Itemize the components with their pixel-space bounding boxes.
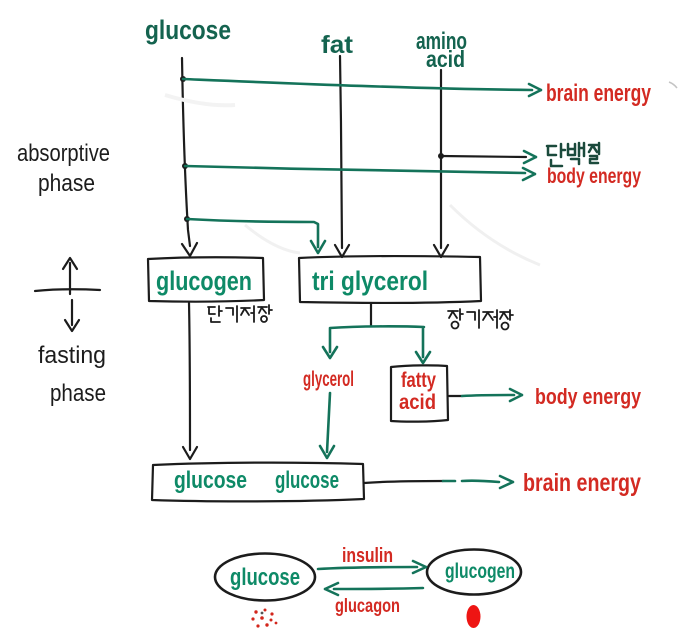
- svg-text:glucose: glucose: [275, 467, 339, 494]
- svg-text:insulin: insulin: [342, 545, 393, 567]
- svg-text:absorptive: absorptive: [17, 140, 110, 167]
- svg-text:fatty: fatty: [401, 369, 436, 392]
- svg-text:glucose: glucose: [145, 15, 231, 45]
- svg-text:acid: acid: [399, 391, 436, 414]
- svg-text:phase: phase: [50, 380, 106, 407]
- svg-text:brain energy: brain energy: [523, 469, 641, 497]
- svg-text:glucose: glucose: [174, 467, 247, 494]
- svg-text:fasting: fasting: [38, 342, 106, 369]
- svg-text:glycerol: glycerol: [303, 368, 354, 391]
- svg-text:glucagon: glucagon: [335, 596, 400, 617]
- svg-text:amino: amino: [416, 28, 467, 55]
- svg-text:body energy: body energy: [535, 384, 642, 409]
- svg-text:tri glycerol: tri glycerol: [312, 266, 428, 296]
- svg-text:acid: acid: [426, 46, 465, 72]
- svg-text:body energy: body energy: [547, 165, 641, 188]
- svg-text:fat: fat: [321, 31, 354, 59]
- svg-text:phase: phase: [38, 170, 95, 197]
- svg-text:glucogen: glucogen: [156, 266, 252, 296]
- svg-text:glucogen: glucogen: [445, 560, 515, 583]
- svg-text:brain energy: brain energy: [546, 80, 651, 107]
- svg-text:glucose: glucose: [230, 564, 300, 591]
